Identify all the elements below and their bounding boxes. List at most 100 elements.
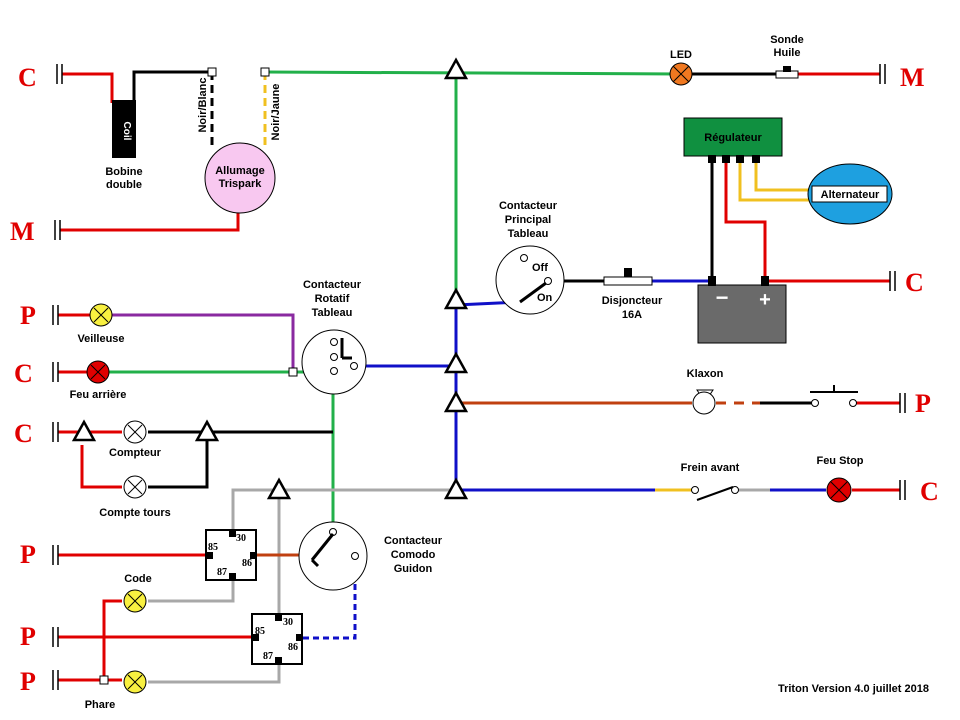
relay2-pin-85: 85 [255, 626, 265, 637]
regulateur: Régulateur [683, 117, 783, 163]
contacteur-comodo: Contacteur Comodo Guidon [298, 521, 443, 591]
feu-stop-label: Feu Stop [816, 455, 863, 467]
lamp-phare: Phare [85, 670, 147, 711]
terminal-c-compteur: C [14, 419, 33, 448]
terminal-c-top-left: C [18, 63, 37, 92]
battery-minus: − [716, 285, 729, 310]
relay2-pin-87: 87 [263, 651, 273, 662]
cp-off-label: Off [532, 262, 548, 274]
cr-label-1: Contacteur [303, 279, 362, 291]
junction-klaxon [443, 390, 469, 413]
lamp-code: Code [123, 573, 152, 613]
phare-label: Phare [85, 699, 116, 711]
wires [58, 70, 900, 684]
frein-avant-switch: Frein avant [681, 462, 740, 501]
coil-body [112, 100, 136, 158]
lamp-feu-stop: Feu Stop [816, 455, 864, 503]
noir-blanc-label: Noir/Blanc [197, 77, 209, 132]
alternateur-label: Alternateur [821, 189, 880, 201]
wire-code-red [102, 599, 122, 680]
cp-label-1: Contacteur [499, 200, 558, 212]
wire-c-top-to-coil [62, 72, 114, 103]
relay1-pin-85: 85 [208, 542, 218, 553]
relay-2: 85 30 87 86 [251, 613, 303, 665]
relay1-pin-30: 30 [236, 533, 246, 544]
wire-green-top [264, 70, 681, 76]
cr-label-3: Tableau [312, 307, 353, 319]
relay2-pin-30: 30 [283, 617, 293, 628]
junction-compteur-right [194, 419, 220, 442]
klaxon: Klaxon [687, 368, 858, 415]
regulateur-label: Régulateur [704, 132, 762, 144]
terminal-p-relay2: P [20, 622, 36, 651]
terminal-p-veilleuse: P [20, 301, 36, 330]
led: LED [669, 49, 693, 86]
cc-label-1: Contacteur [384, 535, 443, 547]
cp-label-3: Tableau [508, 228, 549, 240]
terminal-p-klaxon: P [915, 389, 931, 418]
junction-top [443, 57, 469, 80]
disjoncteur: Disjoncteur 16A [602, 268, 663, 321]
wire-reg-yellow1 [738, 158, 812, 202]
relay1-pin-86: 86 [242, 558, 252, 569]
wire-veilleuse-purple [112, 313, 295, 370]
compte-tours-label: Compte tours [99, 507, 171, 519]
coil-label: Coil [121, 122, 132, 141]
wire-compte-tours-black [148, 440, 209, 489]
bobine-label-2: double [106, 179, 142, 191]
cc-label-2: Comodo [391, 549, 436, 561]
junction-squares [99, 67, 298, 685]
frein-avant-label: Frein avant [681, 462, 740, 474]
noir-jaune-label: Noir/Jaune [270, 84, 282, 141]
terminal-c-feu-arriere: C [14, 359, 33, 388]
terminal-c-battery: C [905, 268, 924, 297]
sonde-label-2: Huile [774, 47, 801, 59]
disjoncteur-label-1: Disjoncteur [602, 295, 663, 307]
lamp-compte-tours: Compte tours [99, 475, 171, 519]
terminal-p-relay1: P [20, 540, 36, 569]
wire-reg-yellow2 [754, 158, 812, 192]
contacteur-principal: Contacteur Principal Tableau Off On [495, 200, 565, 315]
lamp-compteur: Compteur [109, 420, 162, 459]
led-label: LED [670, 49, 692, 61]
code-label: Code [124, 573, 152, 585]
lamp-veilleuse: Veilleuse [77, 303, 125, 345]
allumage-trispark: Allumage Trispark [204, 142, 276, 214]
coil: Coil Bobine double [105, 100, 143, 191]
wire-coil-to-noir-blanc [132, 70, 212, 103]
battery: − + [697, 276, 787, 344]
wire-phare-grey [148, 662, 281, 684]
terminal-m-left: M [10, 217, 35, 246]
wire-code-grey [148, 578, 235, 603]
terminal-bars [52, 64, 906, 690]
allumage-label-1: Allumage [215, 165, 265, 177]
relay2-pin-86: 86 [288, 642, 298, 653]
junction-compteur-left [71, 419, 97, 442]
junction-cp [443, 287, 469, 310]
cc-label-3: Guidon [394, 563, 433, 575]
klaxon-label: Klaxon [687, 368, 724, 380]
sonde-huile: Sonde Huile [770, 34, 804, 79]
wire-compte-tours-red [80, 445, 122, 489]
contacteur-rotatif: Contacteur Rotatif Tableau [301, 279, 367, 395]
veilleuse-label: Veilleuse [77, 333, 124, 345]
cp-on-label: On [537, 292, 553, 304]
cp-label-2: Principal [505, 214, 551, 226]
relay-1: 85 30 87 86 [205, 529, 257, 581]
wire-grey-top [231, 488, 456, 530]
wire-relay2-blue-dash [303, 560, 357, 640]
terminal-p-phare: P [20, 667, 36, 696]
wire-m-to-allumage [60, 210, 240, 232]
battery-plus: + [759, 289, 771, 311]
junction-frein [443, 477, 469, 500]
terminal-letters: C M P C C P P P M C P C [10, 63, 939, 696]
junctions [71, 57, 469, 500]
version-footer: Triton Version 4.0 juillet 2018 [778, 683, 929, 695]
alternateur: Alternateur [807, 163, 893, 225]
terminal-c-feu-stop: C [920, 477, 939, 506]
relay1-pin-87: 87 [217, 567, 227, 578]
wire-reg-red [724, 158, 767, 282]
bobine-label-1: Bobine [105, 166, 142, 178]
